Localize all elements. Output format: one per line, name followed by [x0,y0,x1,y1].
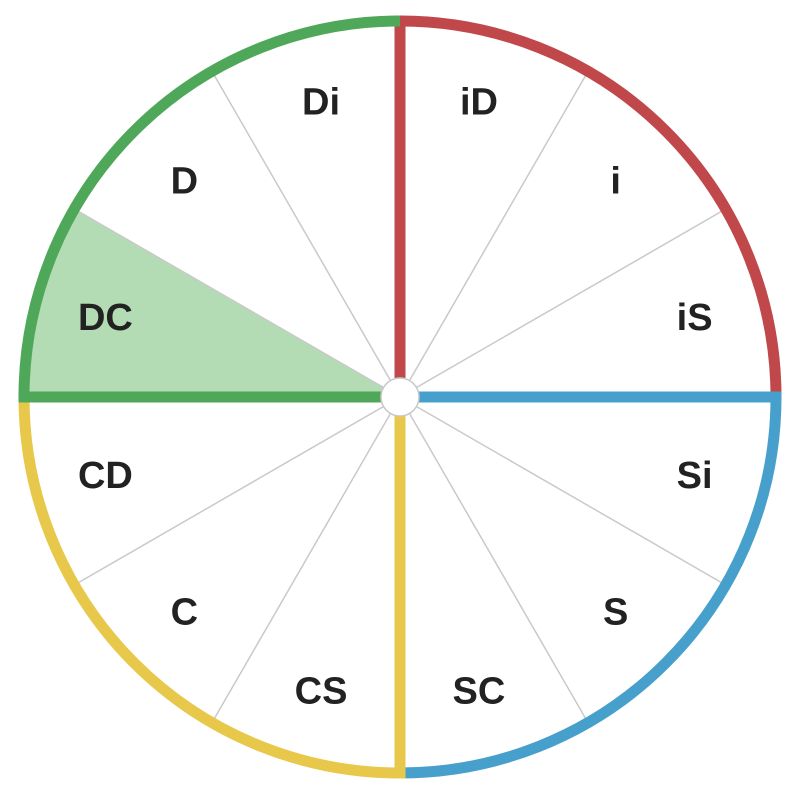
segment-divider [73,208,401,398]
segment-label-cs: CS [295,671,348,713]
segment-divider [211,70,401,398]
center-hub [380,377,420,417]
divider-layer [73,70,727,724]
segment-label-is: iS [677,297,713,339]
label-layer: iD i iS SiS SC CS C CD DC D Di [78,81,713,712]
highlight-layer [24,209,400,397]
segment-label-s: S [603,592,628,634]
segment-label-si: Si [677,455,713,497]
segment-label-id: iD [460,81,498,123]
segment-highlight-dc [24,209,400,397]
quadrant-border-s [399,391,782,779]
segment-divider [399,396,589,724]
quadrant-border-i [394,15,782,398]
segment-label-di: Di [302,81,340,123]
segment-label-c: C [171,592,198,634]
segment-divider [399,208,727,398]
segment-divider [73,396,401,586]
segment-label-cd: CD [78,455,133,497]
segment-divider [399,396,727,586]
quadrant-border-d [18,15,401,403]
segment-label-i: i [610,160,621,202]
quadrant-border-c [18,396,406,779]
segment-label-dc: DC [78,297,133,339]
segment-label-d: D [171,160,198,202]
quadrant-layer [18,15,782,779]
segment-divider [211,396,401,724]
segment-label-sc: SC [453,671,506,713]
segment-divider [399,70,589,398]
